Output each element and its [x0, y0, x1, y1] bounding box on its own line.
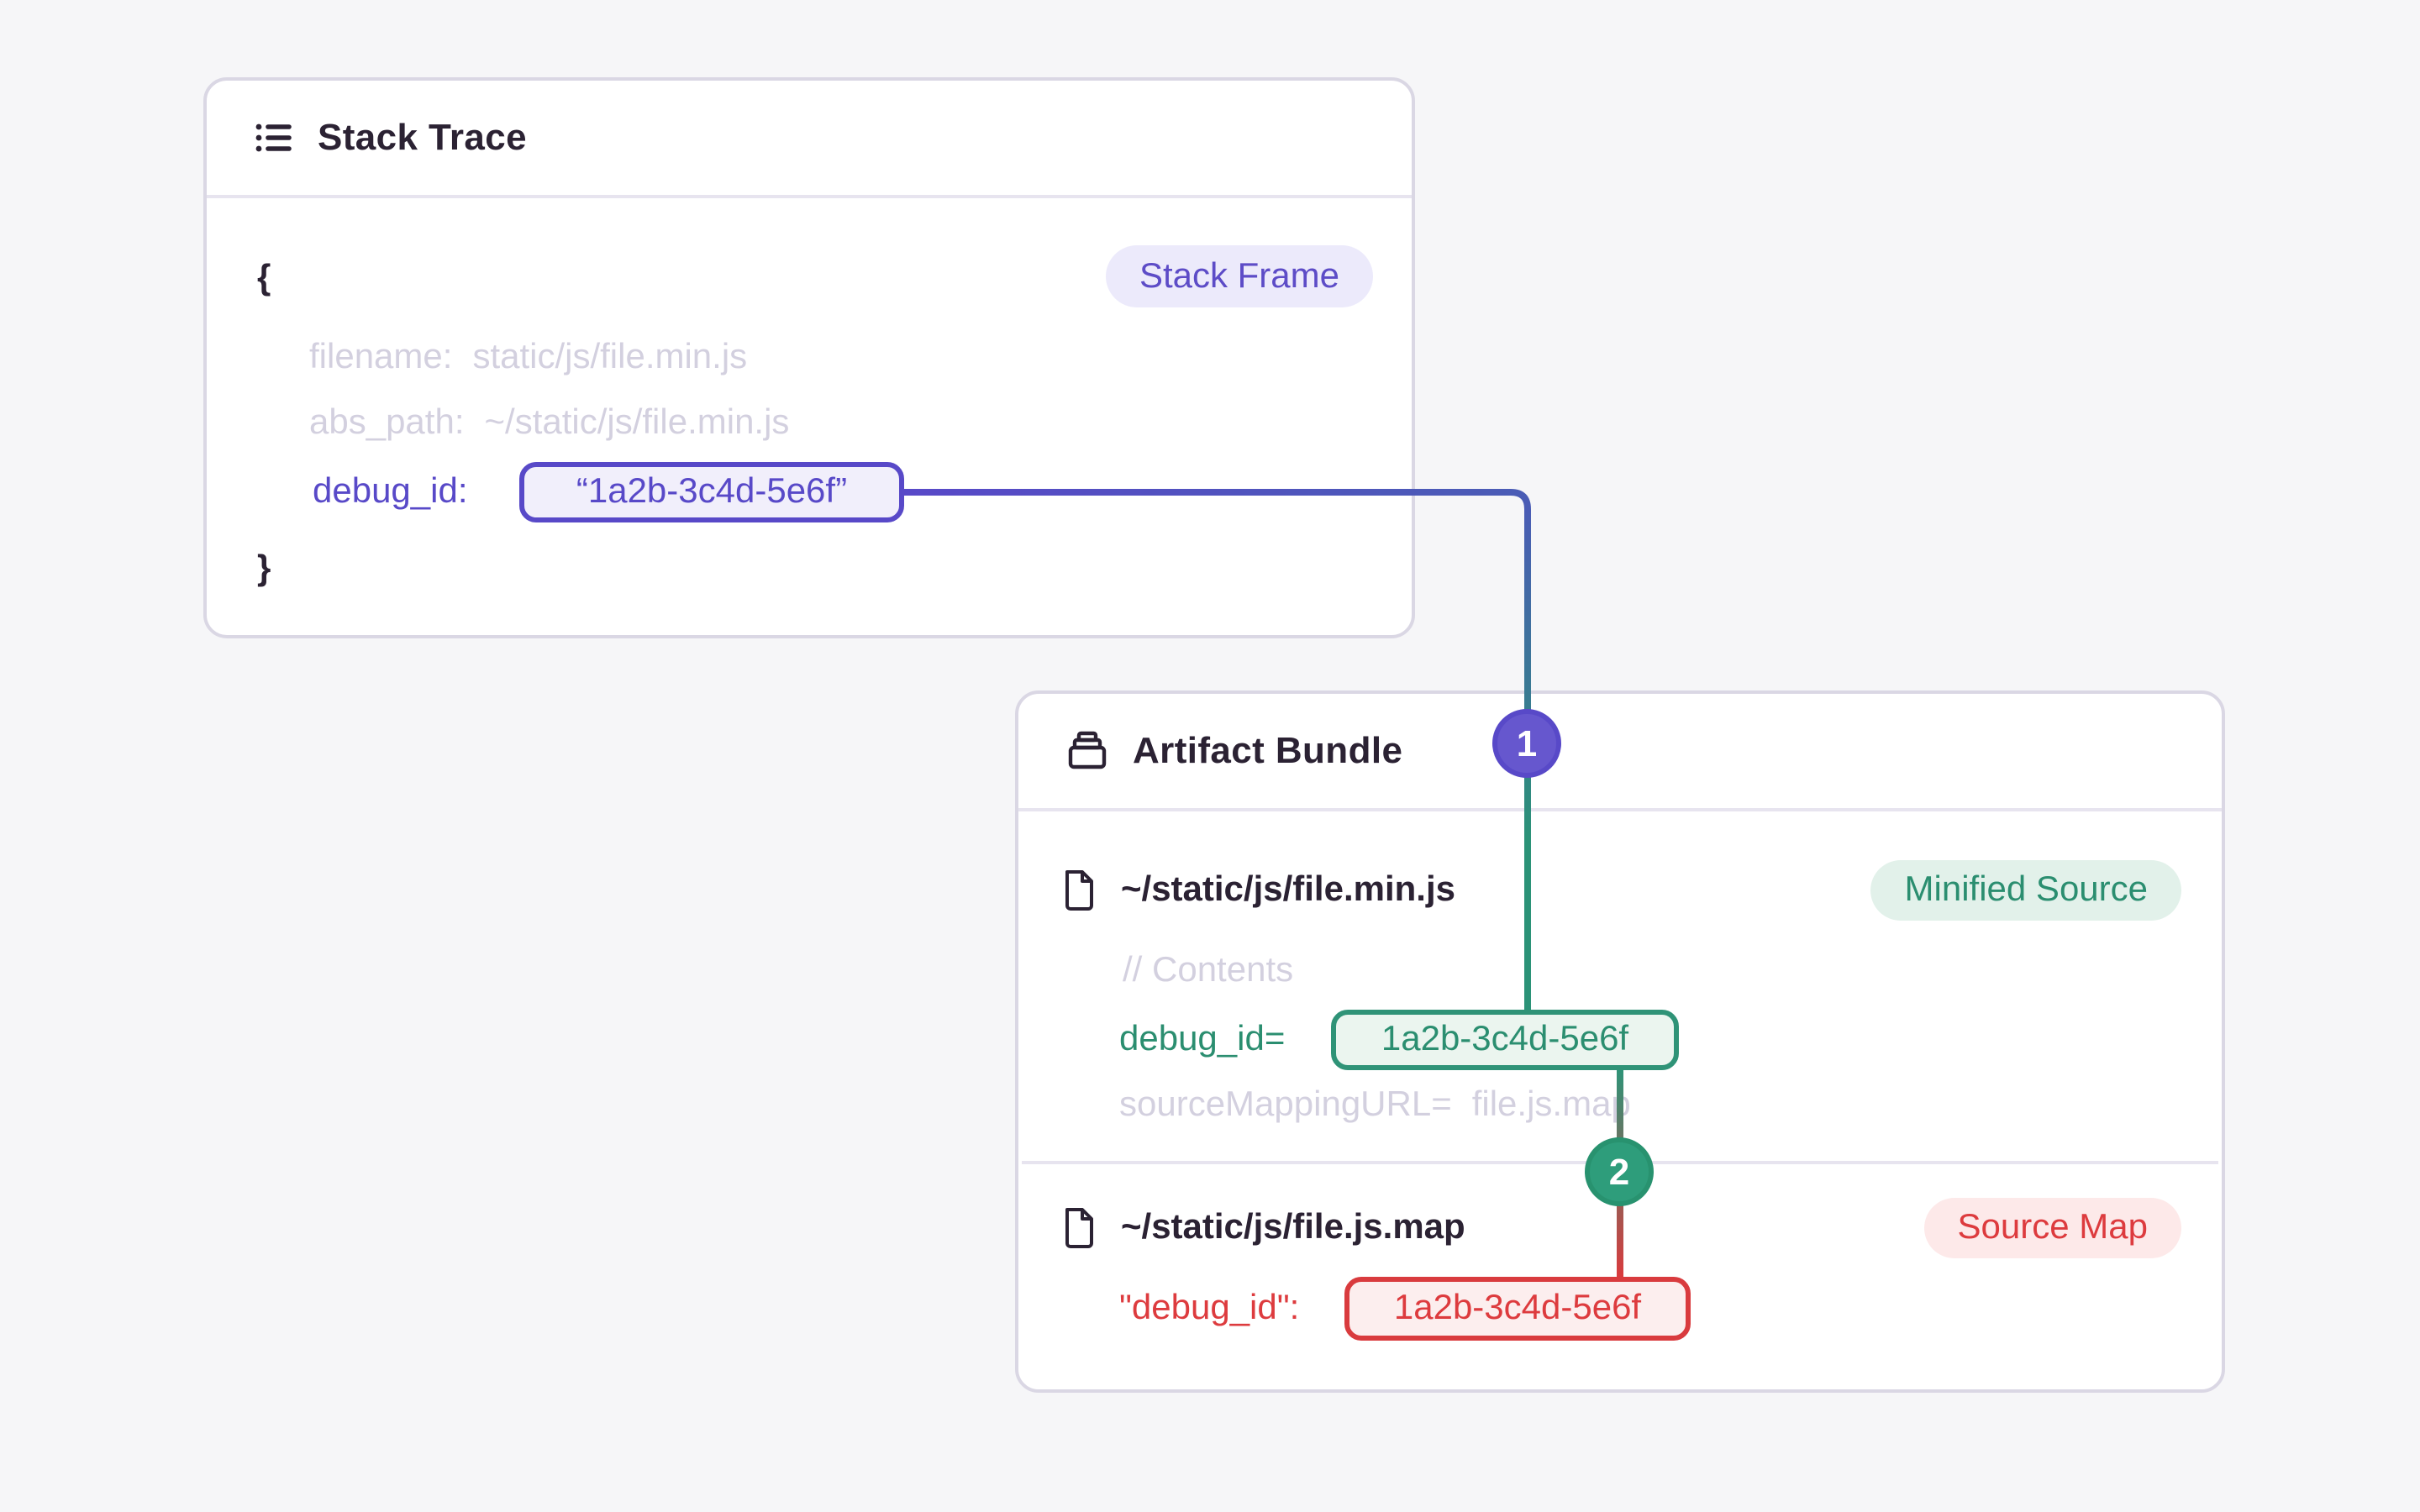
sourcemap-file-path: ~/static/js/file.js.map — [1121, 1208, 1465, 1247]
stack-field-filename: filename: static/js/file.min.js — [309, 328, 747, 388]
stack-trace-header: Stack Trace — [207, 81, 1412, 198]
stack-frame-badge: Stack Frame — [1105, 245, 1373, 307]
archive-icon — [1065, 729, 1109, 773]
contents-comment-text: // Contents — [1123, 951, 1294, 990]
filename-key: filename: — [309, 338, 453, 376]
abs-path-value: ~/static/js/file.min.js — [484, 403, 790, 442]
sourcemap-debug-id-row: "debug_id": — [1119, 1278, 1299, 1339]
list-icon — [254, 118, 294, 158]
minified-source-badge: Minified Source — [1870, 860, 2181, 921]
file-icon — [1060, 869, 1097, 912]
stack-debug-id-value-box: “1a2b-3c4d-5e6f” — [519, 462, 904, 522]
minified-debug-id-key: debug_id= — [1119, 1020, 1286, 1058]
stack-frame-open-brace: { — [257, 259, 271, 297]
source-mapping-url-row: sourceMappingURL= file.js.map — [1119, 1075, 1631, 1136]
filename-value: static/js/file.min.js — [472, 338, 748, 376]
minified-file-row: ~/static/js/file.min.js — [1060, 860, 1455, 921]
step-marker-2: 2 — [1585, 1137, 1654, 1206]
source-mapping-url-key: sourceMappingURL= — [1119, 1085, 1452, 1124]
stack-field-debug-id: debug_id: — [313, 462, 468, 522]
step-marker-1: 1 — [1492, 709, 1561, 778]
minified-debug-id-value-box: 1a2b-3c4d-5e6f — [1331, 1010, 1679, 1070]
file-icon — [1060, 1206, 1097, 1250]
debug-id-key: debug_id: — [313, 472, 468, 511]
abs-path-key: abs_path: — [309, 403, 465, 442]
stack-trace-card: Stack Trace — [203, 77, 1415, 638]
contents-comment: // Contents — [1123, 941, 1293, 1001]
stack-frame-close-brace: } — [257, 549, 271, 588]
source-map-badge: Source Map — [1923, 1198, 2181, 1258]
sourcemap-debug-id-value-box: 1a2b-3c4d-5e6f — [1344, 1277, 1691, 1341]
minified-debug-id-row: debug_id= — [1119, 1010, 1285, 1070]
minified-file-path: ~/static/js/file.min.js — [1121, 870, 1455, 909]
stack-trace-title: Stack Trace — [318, 116, 528, 158]
artifact-bundle-title: Artifact Bundle — [1133, 729, 1403, 771]
sourcemap-debug-id-key: "debug_id": — [1119, 1289, 1300, 1327]
source-mapping-url-value: file.js.map — [1471, 1085, 1631, 1124]
artifact-bundle-header: Artifact Bundle — [1018, 694, 2222, 811]
stack-field-abs-path: abs_path: ~/static/js/file.min.js — [309, 393, 789, 454]
sourcemap-file-row: ~/static/js/file.js.map — [1060, 1198, 1465, 1258]
